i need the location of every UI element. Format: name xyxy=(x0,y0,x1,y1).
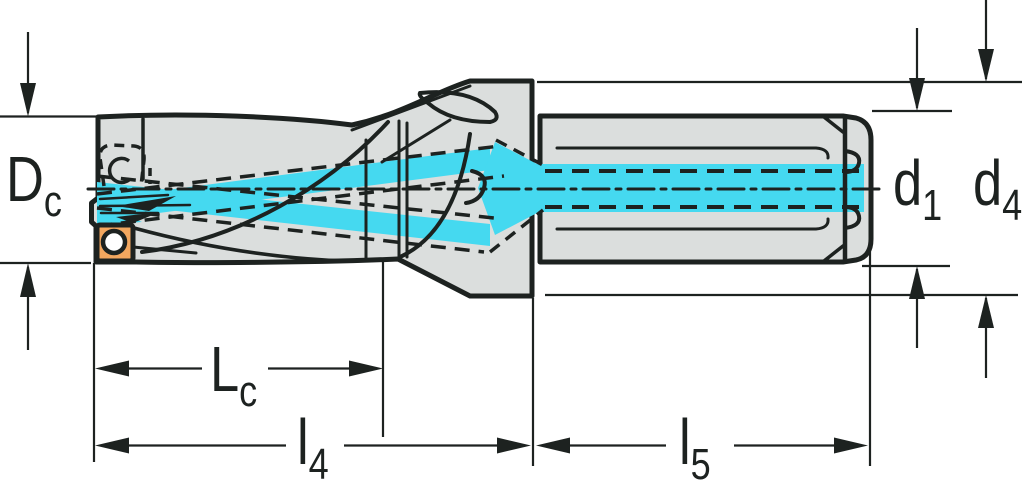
length-l5-label: l5 xyxy=(679,410,711,484)
dimension-cutting-diameter xyxy=(0,32,96,350)
length-l4-subscript: 4 xyxy=(308,440,329,484)
body-diameter-symbol: d xyxy=(973,147,1002,219)
hidden-lines xyxy=(96,138,862,254)
flute-length-subscript: c xyxy=(239,367,257,416)
hidden-screw-hole xyxy=(107,156,132,185)
flute-runout xyxy=(417,90,499,125)
hidden-insert-pocket xyxy=(98,143,146,187)
dimension-l5 xyxy=(536,437,868,454)
flute-length-symbol: L xyxy=(210,333,239,405)
shank-diameter-symbol: d xyxy=(893,147,922,219)
insert-screw-hole xyxy=(100,228,128,256)
flute-length-label: Lc xyxy=(210,337,257,416)
length-l5-subscript: 5 xyxy=(690,440,711,484)
extension-lines xyxy=(92,252,872,466)
length-l4-label: l4 xyxy=(297,410,329,484)
cutting-diameter-subscript: c xyxy=(43,177,62,226)
shank-diameter-label: d1 xyxy=(893,151,942,230)
length-l4-symbol: l xyxy=(297,406,309,478)
coolant-channel-lower xyxy=(97,182,490,246)
shank-diameter-subscript: 1 xyxy=(922,181,942,230)
cutting-diameter-label: Dc xyxy=(6,147,62,226)
body-diameter-label: d4 xyxy=(973,151,1022,230)
indexable-insert xyxy=(94,222,136,264)
dimension-shank-diameter xyxy=(862,28,952,348)
dimension-l4 xyxy=(95,437,531,454)
body-diameter-subscript: 4 xyxy=(1002,181,1022,230)
cutting-diameter-symbol: D xyxy=(6,143,44,215)
dimension-flute-length xyxy=(95,360,383,377)
dimension-body-diameter xyxy=(537,0,1022,378)
length-l5-symbol: l xyxy=(679,406,691,478)
